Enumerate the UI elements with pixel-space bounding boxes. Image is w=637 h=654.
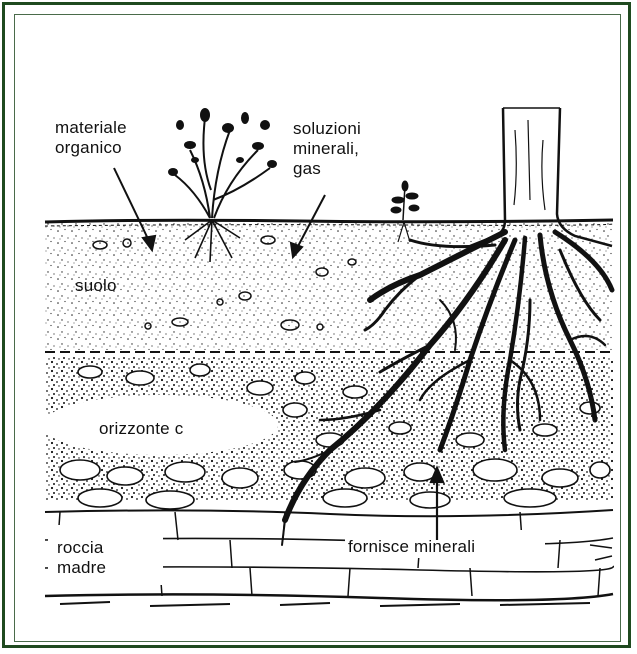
- label-parent-rock: roccia madre: [57, 538, 106, 578]
- label-soil: suolo: [75, 276, 117, 296]
- label-organic-material: materiale organico: [55, 118, 127, 158]
- label-mineral-solutions-gas: soluzioni minerali, gas: [293, 119, 361, 179]
- label-c-horizon: orizzonte c: [99, 419, 183, 439]
- label-provides-minerals: fornisce minerali: [348, 537, 475, 557]
